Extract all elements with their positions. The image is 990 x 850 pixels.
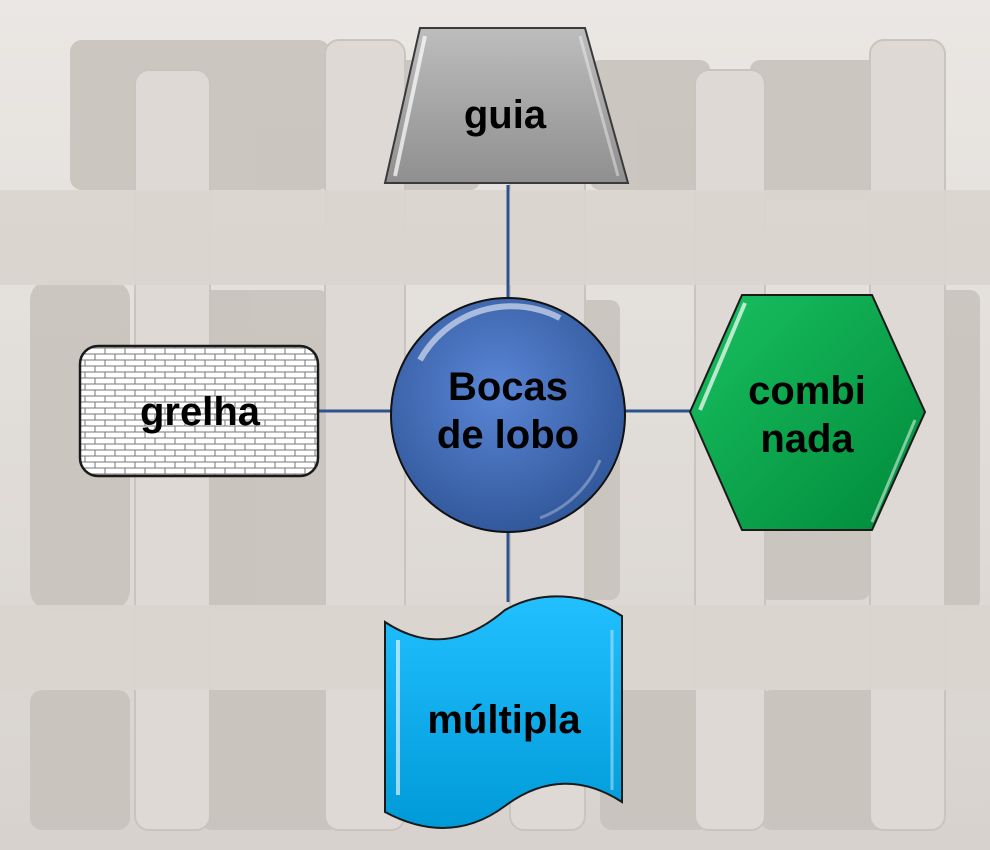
center-node: Bocas de lobo: [400, 355, 616, 467]
node-grelha: grelha: [90, 380, 310, 444]
node-guia-shape: [383, 27, 630, 184]
node-combinada-label: combi nada: [748, 369, 866, 461]
node-grelha-label: grelha: [139, 390, 261, 434]
node-guia-label: guia: [463, 93, 547, 137]
node-guia: guia: [420, 80, 590, 150]
center-node-shape: [390, 297, 626, 533]
node-combinada: combi nada: [712, 360, 902, 470]
connectors: [318, 185, 692, 602]
node-grelha-shape: [78, 344, 320, 478]
node-multipla-label: múltipla: [427, 698, 581, 742]
center-node-label: Bocas de lobo: [436, 365, 580, 457]
node-multipla: múltipla: [390, 688, 618, 752]
node-multipla-shape: [384, 595, 623, 829]
node-combinada-shape: [688, 294, 927, 531]
